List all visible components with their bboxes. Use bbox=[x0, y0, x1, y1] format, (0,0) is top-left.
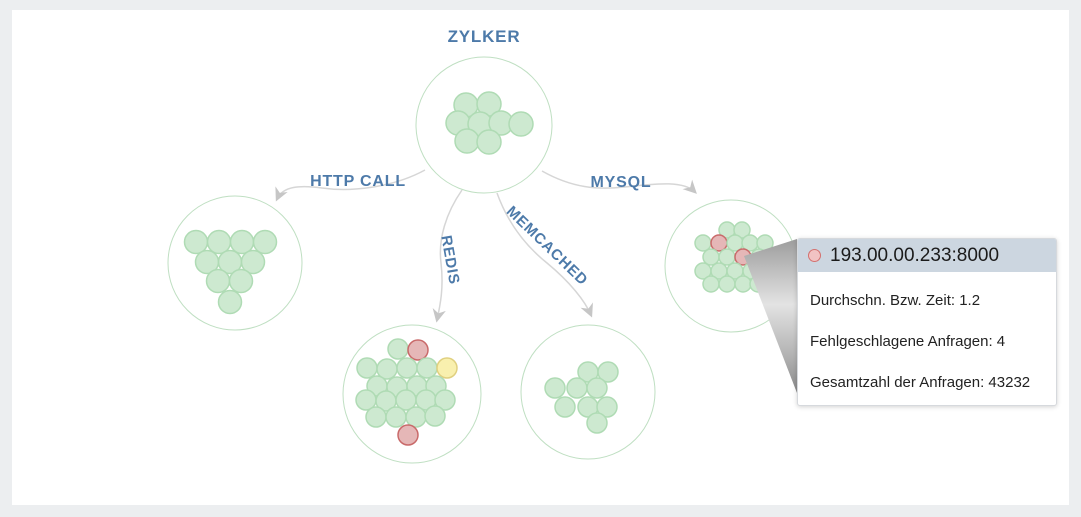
edge-redis bbox=[432, 189, 463, 323]
instance-dot-healthy[interactable] bbox=[356, 357, 378, 379]
instance-dot-healthy[interactable] bbox=[508, 111, 534, 137]
instance-dot-healthy[interactable] bbox=[387, 338, 409, 360]
tooltip-failed-requests: Fehlgeschlagene Anfragen: 4 bbox=[810, 333, 1006, 350]
instance-dot-healthy[interactable] bbox=[365, 406, 387, 428]
edge-label-mysql: MYSQL bbox=[590, 174, 652, 191]
instance-dot-healthy[interactable] bbox=[596, 396, 618, 418]
instance-dot-healthy[interactable] bbox=[554, 396, 576, 418]
instance-dot-healthy[interactable] bbox=[434, 389, 456, 411]
instance-dot-healthy[interactable] bbox=[385, 406, 407, 428]
edge-mysql bbox=[541, 170, 697, 194]
tooltip-callout-wedge bbox=[744, 239, 797, 393]
instance-dot-healthy[interactable] bbox=[544, 377, 566, 399]
instance-dot-critical[interactable] bbox=[407, 339, 429, 361]
instance-dot-healthy[interactable] bbox=[405, 406, 427, 428]
instance-dot-healthy[interactable] bbox=[476, 129, 502, 155]
instance-dot-healthy[interactable] bbox=[597, 361, 619, 383]
instance-dot-healthy[interactable] bbox=[396, 357, 418, 379]
instance-dot-healthy[interactable] bbox=[252, 229, 278, 255]
instance-dot-healthy[interactable] bbox=[206, 229, 232, 255]
instance-dot-healthy[interactable] bbox=[217, 289, 243, 315]
edge-memcached bbox=[496, 192, 593, 318]
instance-dot-healthy[interactable] bbox=[229, 229, 255, 255]
tooltip-avg-response-time: Durchschn. Bzw. Zeit: 1.2 bbox=[810, 292, 981, 309]
instance-dot-healthy[interactable] bbox=[586, 412, 608, 434]
edge-label-http-call: HTTP CALL bbox=[310, 173, 406, 190]
instance-dot-critical[interactable] bbox=[397, 424, 419, 446]
instance-dot-healthy[interactable] bbox=[416, 357, 438, 379]
status-dot-icon bbox=[808, 249, 821, 262]
instance-dot-healthy[interactable] bbox=[566, 377, 588, 399]
instance-dot-healthy[interactable] bbox=[424, 405, 446, 427]
service-node-zylker[interactable] bbox=[415, 56, 553, 194]
instance-dot-healthy[interactable] bbox=[718, 275, 736, 293]
instance-dot-healthy[interactable] bbox=[183, 229, 209, 255]
instance-dot-healthy[interactable] bbox=[240, 249, 266, 275]
node-label-zylker[interactable]: ZYLKER bbox=[447, 27, 521, 46]
instance-dot-healthy[interactable] bbox=[702, 275, 720, 293]
instance-dot-healthy[interactable] bbox=[205, 268, 231, 294]
tooltip-total-requests: Gesamtzahl der Anfragen: 43232 bbox=[810, 374, 1031, 391]
instance-tooltip: 193.00.00.233:8000 Durchschn. Bzw. Zeit:… bbox=[797, 238, 1057, 406]
service-node-redis-service[interactable] bbox=[342, 324, 482, 464]
instance-dot-healthy[interactable] bbox=[454, 128, 480, 154]
instance-dot-warning[interactable] bbox=[436, 357, 458, 379]
tooltip-instance-address: 193.00.00.233:8000 bbox=[830, 244, 1000, 266]
edge-http-call bbox=[275, 169, 426, 202]
instance-dot-healthy[interactable] bbox=[228, 268, 254, 294]
service-node-memcached-service[interactable] bbox=[520, 324, 656, 460]
instance-dot-healthy[interactable] bbox=[586, 377, 608, 399]
tooltip-header: 193.00.00.233:8000 bbox=[798, 239, 1056, 272]
service-node-http-call-service[interactable] bbox=[167, 195, 303, 331]
tooltip-body: Durchschn. Bzw. Zeit: 1.2 Fehlgeschlagen… bbox=[798, 272, 1056, 405]
instance-dot-healthy[interactable] bbox=[734, 275, 752, 293]
